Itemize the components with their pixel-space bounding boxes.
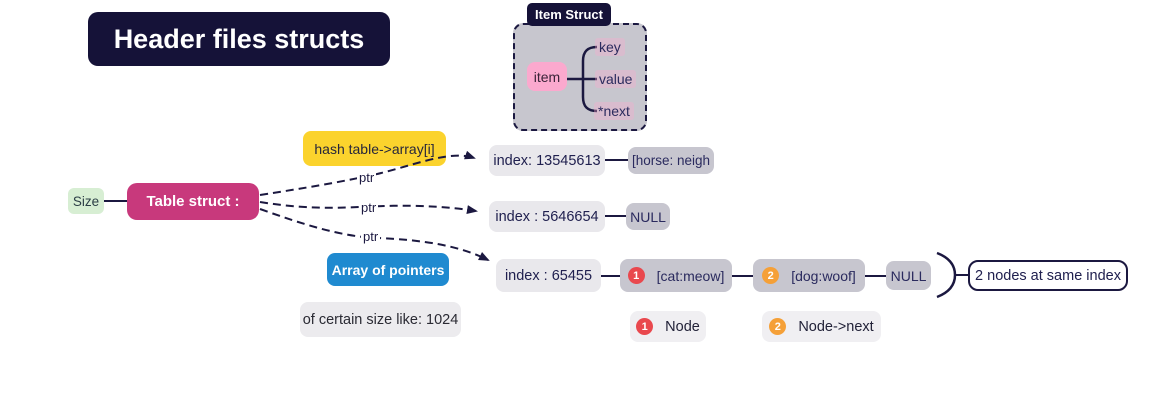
item-field-key: key [595, 38, 625, 56]
legend-node-next-label: Node->next [798, 318, 874, 335]
legend-node-next-badge: 2 [769, 318, 787, 335]
bucket1-node: [horse: neigh [628, 147, 714, 174]
legend-node-label: Node [665, 318, 700, 335]
item-field-value: value [595, 70, 637, 88]
bucket3-node-1: 1 [cat:meow] [620, 259, 732, 292]
legend-node-next: 2 Node->next [762, 311, 881, 342]
group-paren [936, 251, 957, 299]
array-size-note: of certain size like: 1024 [300, 302, 461, 337]
node-1-label: [cat:meow] [656, 267, 725, 284]
array-of-pointers-label: Array of pointers [327, 253, 449, 286]
node-2-badge: 2 [762, 267, 780, 284]
size-node: Size [68, 188, 104, 214]
bucket2-index: index : 5646654 [489, 201, 605, 232]
bucket3-null-node: NULL [886, 261, 931, 290]
bucket3-index: index : 65455 [496, 259, 601, 292]
hash-array-label: hash table->array[i] [303, 131, 446, 166]
legend-node: 1 Node [630, 311, 706, 342]
bucket1-index: index: 13545613 [489, 145, 605, 176]
same-index-annotation: 2 nodes at same index [968, 260, 1128, 291]
ptr-label-3: ptr [361, 229, 381, 244]
node-1-badge: 1 [627, 267, 645, 284]
ptr-label-2: ptr [359, 200, 379, 215]
item-node: item [527, 62, 567, 91]
table-struct-node: Table struct : [127, 183, 259, 220]
ptr-label-1: ptr [357, 170, 377, 185]
item-field-next: *next [594, 102, 634, 120]
node-2-label: [dog:woof] [791, 267, 856, 284]
legend-node-badge: 1 [636, 318, 654, 335]
item-struct-label: Item Struct [527, 3, 611, 26]
bucket2-null-node: NULL [626, 203, 670, 230]
bucket3-node-2: 2 [dog:woof] [753, 259, 865, 292]
page-title: Header files structs [88, 12, 390, 66]
